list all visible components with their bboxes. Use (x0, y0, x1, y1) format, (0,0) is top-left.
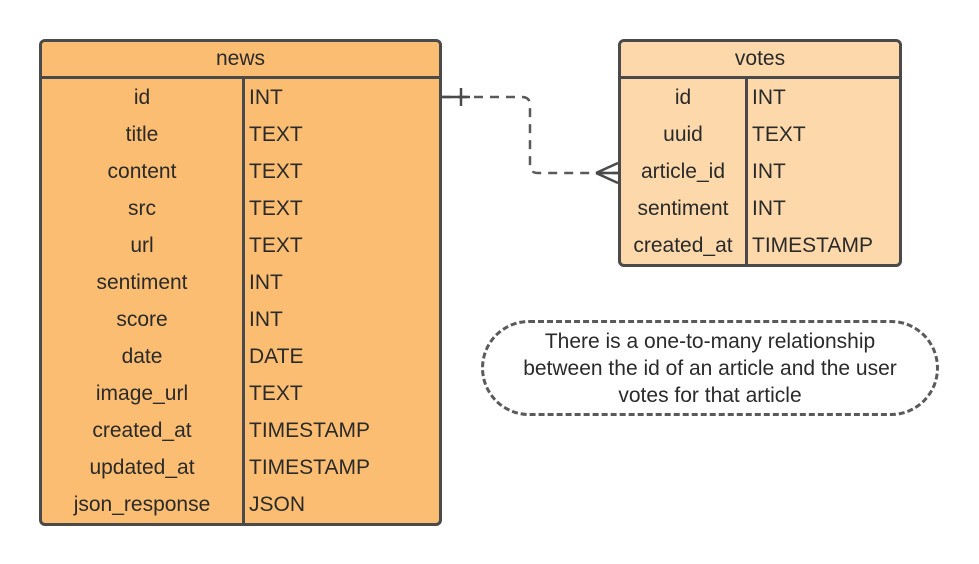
field-type: INT (249, 85, 283, 109)
field-type: TIMESTAMP (752, 233, 873, 257)
field-name: id (133, 85, 151, 109)
votes-field-row[interactable]: created_at TIMESTAMP (621, 227, 899, 264)
field-name: score (116, 307, 168, 331)
field-type: INT (752, 196, 786, 220)
news-field-row[interactable]: src TEXT (42, 190, 439, 227)
news-field-row[interactable]: image_url TEXT (42, 375, 439, 412)
field-type: TEXT (249, 381, 303, 405)
field-type: TEXT (249, 196, 303, 220)
field-name: date (121, 344, 163, 368)
note-text: There is a one-to-many relationship betw… (523, 329, 897, 407)
news-field-row[interactable]: score INT (42, 301, 439, 338)
news-column-divider (242, 79, 245, 523)
field-type: TEXT (249, 233, 303, 257)
field-type: TIMESTAMP (249, 418, 370, 442)
votes-entity-fields: id INT uuid TEXT article_id INT sentimen… (621, 79, 899, 264)
field-name: image_url (95, 381, 189, 405)
field-name: created_at (633, 233, 733, 257)
news-entity-title: news (42, 42, 439, 79)
field-type: TEXT (249, 122, 303, 146)
field-type: DATE (249, 344, 304, 368)
votes-column-divider (745, 79, 748, 264)
field-type: INT (249, 307, 283, 331)
news-field-row[interactable]: sentiment INT (42, 264, 439, 301)
field-name: json_response (73, 492, 211, 516)
field-name: src (128, 196, 156, 220)
field-type: INT (249, 270, 283, 294)
news-field-row[interactable]: json_response JSON (42, 486, 439, 523)
field-name: uuid (663, 122, 703, 146)
field-name: content (107, 159, 177, 183)
news-field-row[interactable]: id INT (42, 79, 439, 116)
relationship-note[interactable]: There is a one-to-many relationship betw… (481, 320, 939, 416)
votes-field-row[interactable]: uuid TEXT (621, 116, 899, 153)
votes-entity[interactable]: votes id INT uuid TEXT article_id INT se… (618, 39, 902, 267)
field-type: INT (752, 159, 786, 183)
field-name: sentiment (637, 196, 729, 220)
relationship-line[interactable] (442, 95, 618, 175)
news-field-row[interactable]: title TEXT (42, 116, 439, 153)
votes-field-row[interactable]: sentiment INT (621, 190, 899, 227)
news-entity-fields: id INT title TEXT content TEXT src TEXT … (42, 79, 439, 523)
news-field-row[interactable]: updated_at TIMESTAMP (42, 449, 439, 486)
field-type: TEXT (752, 122, 806, 146)
field-type: TEXT (249, 159, 303, 183)
field-name: sentiment (96, 270, 188, 294)
votes-field-row[interactable]: id INT (621, 79, 899, 116)
field-type: TIMESTAMP (249, 455, 370, 479)
field-name: title (125, 122, 159, 146)
news-entity[interactable]: news id INT title TEXT content TEXT src … (39, 39, 442, 526)
field-name: updated_at (89, 455, 195, 479)
many-crowfoot-icon (595, 161, 619, 185)
votes-entity-title: votes (621, 42, 899, 79)
news-field-row[interactable]: url TEXT (42, 227, 439, 264)
field-name: created_at (92, 418, 192, 442)
news-field-row[interactable]: content TEXT (42, 153, 439, 190)
field-name: url (130, 233, 154, 257)
news-field-row[interactable]: created_at TIMESTAMP (42, 412, 439, 449)
field-type: INT (752, 85, 786, 109)
field-type: JSON (249, 492, 306, 516)
news-field-row[interactable]: date DATE (42, 338, 439, 375)
field-name: id (674, 85, 692, 109)
field-name: article_id (640, 159, 726, 183)
votes-field-row[interactable]: article_id INT (621, 153, 899, 190)
